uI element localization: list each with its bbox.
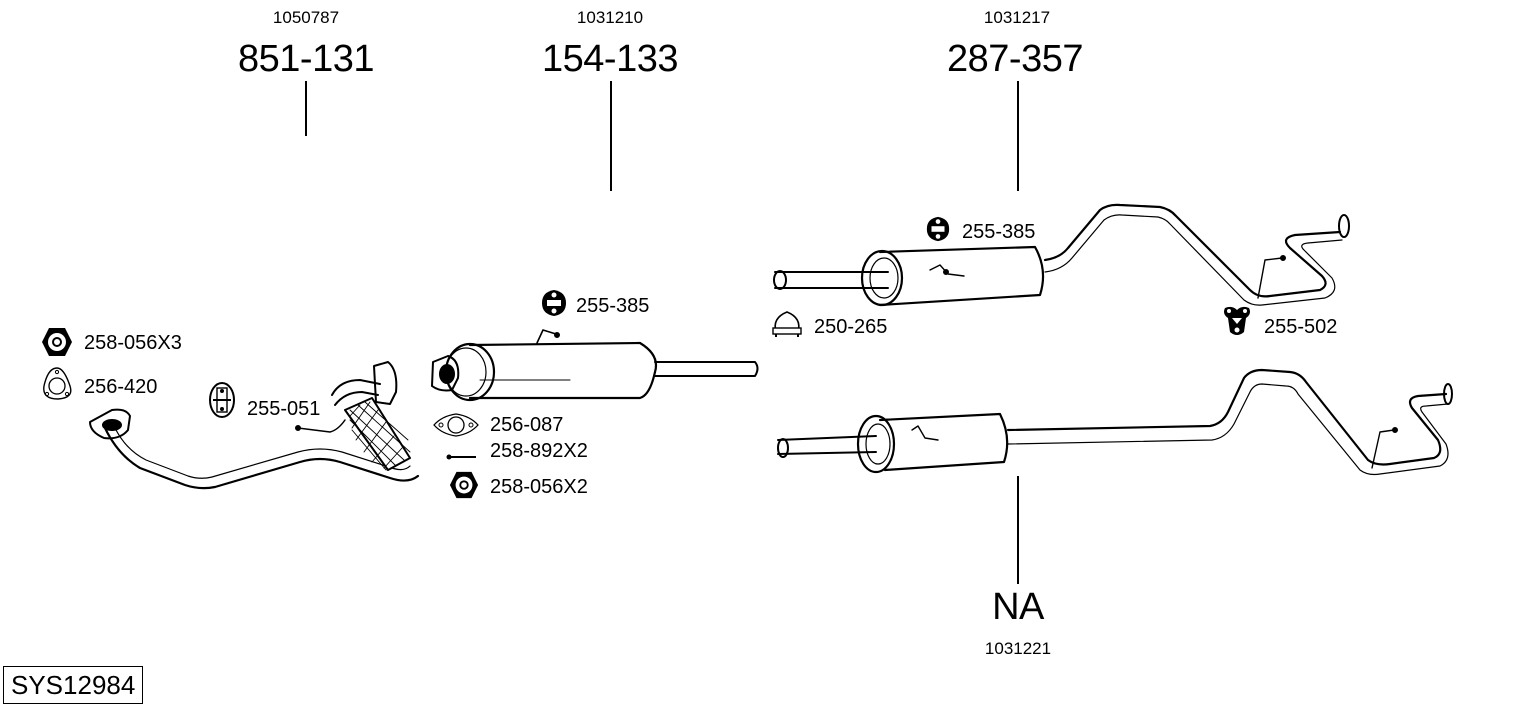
leader-line-rear-muffler-a — [1017, 81, 1019, 191]
leader-line-front-pipe — [305, 81, 307, 136]
front-pipe-drawing — [89, 361, 420, 490]
label-bracket-rear[interactable]: 255-502 — [1264, 316, 1338, 338]
hex-nut-icon — [449, 471, 479, 499]
label-rubber-mount-rear[interactable]: 255-385 — [962, 221, 1036, 243]
rubber-mount-icon — [542, 290, 566, 316]
hanger-bracket-icon — [1224, 306, 1250, 335]
two-hole-gasket-icon — [433, 413, 479, 437]
ref-number-rear-muffler-b: 1031221 — [984, 639, 1052, 658]
system-id-badge: SYS12984 — [3, 666, 144, 704]
label-gasket-3hole[interactable]: 256-420 — [84, 376, 158, 398]
ref-number-rear-muffler-a: 1031217 — [983, 8, 1051, 27]
leader-line-center-muffler — [610, 81, 612, 191]
rubber-mount-icon — [926, 216, 950, 242]
pipe-clamp-icon — [772, 311, 802, 337]
label-rubber-mount-center[interactable]: 255-385 — [576, 295, 650, 317]
part-number-rear-muffler-b[interactable]: NA — [992, 586, 1044, 628]
label-gasket-2hole[interactable]: 256-087 — [490, 414, 564, 436]
label-nut-x2[interactable]: 258-056X2 — [490, 476, 588, 498]
part-number-front-pipe[interactable]: 851-131 — [238, 38, 374, 80]
flex-section — [344, 397, 411, 471]
three-hole-gasket-icon — [43, 367, 72, 400]
label-nut-x3[interactable]: 258-056X3 — [84, 332, 182, 354]
label-rubber-mount-front[interactable]: 255-051 — [247, 398, 321, 420]
part-number-center-muffler[interactable]: 154-133 — [542, 38, 678, 80]
label-clamp[interactable]: 250-265 — [814, 316, 888, 338]
ref-number-center-muffler: 1031210 — [576, 8, 644, 27]
ref-number-front-pipe: 1050787 — [272, 8, 340, 27]
part-number-rear-muffler-a[interactable]: 287-357 — [947, 38, 1083, 80]
center-muffler-drawing — [431, 329, 759, 402]
bolt-icon — [446, 454, 476, 460]
rear-muffler-a-drawing — [773, 203, 1350, 307]
hex-nut-icon — [42, 328, 72, 356]
leader-line-rear-muffler-b — [1017, 476, 1019, 584]
label-bolt-x2[interactable]: 258-892X2 — [490, 440, 588, 462]
rear-muffler-b-drawing — [777, 368, 1453, 476]
rubber-mount-icon — [209, 382, 235, 418]
